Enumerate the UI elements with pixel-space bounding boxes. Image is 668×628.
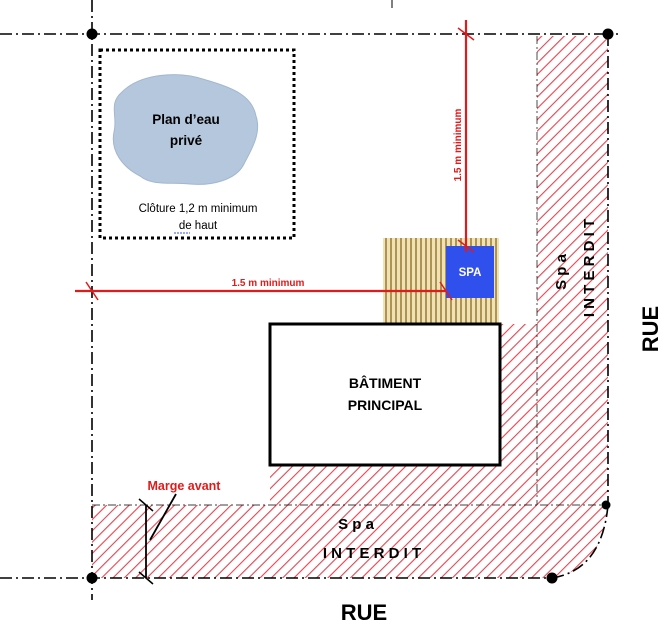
building-label-line2: PRINCIPAL [348,397,423,413]
street-label-bottom: RUE [341,600,387,625]
front-margin-label: Marge avant [148,479,222,493]
spa-label: SPA [459,267,482,279]
dimension-tick-right [439,281,453,301]
dimension-tick-left [85,281,99,301]
zone-bottom-label-line2: I N T E R D I T [323,545,421,562]
front-margin-pointer [149,493,177,541]
pond-label-line2: privé [170,133,203,148]
dimension-label-horizontal: 1.5 m minimum [232,278,305,289]
corner-dot-top-right [602,28,614,40]
dimension-tick-bottom [457,239,475,253]
street-label-right: RUE [638,306,663,352]
fence-label-line2: de haut [179,220,218,232]
zone-bottom-label-line1: S p a [338,516,375,533]
pond-shape [112,74,258,185]
main-building [268,322,502,467]
corner-dot-top-left [86,28,98,40]
zone-right-label-line1: S p a [553,253,570,290]
building-label-line1: BÂTIMENT [349,374,422,391]
front-margin-tick-bottom [138,571,154,585]
fence-label-line1: Clôture 1,2 m minimum [139,203,258,215]
dimension-tick-top [457,27,475,41]
street-corner-curve [551,504,609,579]
spa-box [446,246,494,298]
fence-enclosure [98,48,296,240]
corner-dot-bottom-right [546,572,558,584]
dimension-label-vertical: 1.5 m minimum [453,109,464,182]
front-margin-tick-top [138,498,154,512]
pond-label-line1: Plan d’eau [152,112,220,127]
corner-dot-right-curve [601,500,611,510]
zone-right-label-line2: I N T E R D I T [581,219,598,317]
forbidden-zone-right [270,36,608,505]
forbidden-zone-bottom [92,505,608,578]
corner-dot-bottom-left [86,572,98,584]
